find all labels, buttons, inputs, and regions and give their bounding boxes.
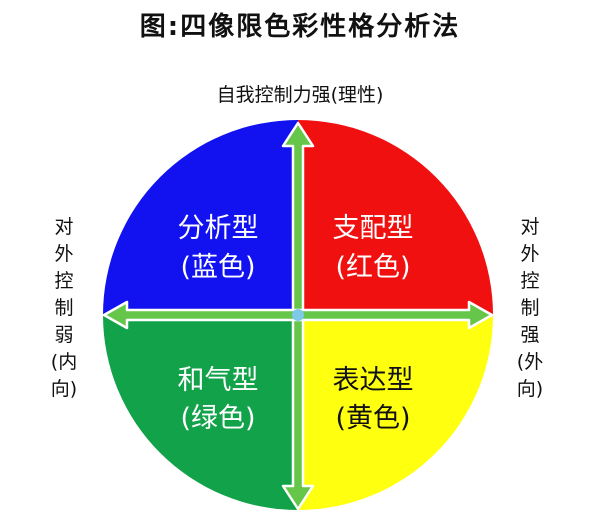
top-axis-label: 自我控制力强(理性)	[216, 84, 384, 106]
quadrant-tr-color: (红色)	[335, 252, 410, 283]
quadrant-tl-name: 分析型	[178, 213, 259, 244]
quadrant-tr-name: 支配型	[333, 213, 414, 244]
quadrant-bl-name: 和气型	[178, 365, 259, 396]
quadrant-br-name: 表达型	[333, 365, 414, 396]
right-axis-label: 对外控制强(外向)	[516, 216, 544, 400]
left-axis-label: 对外控制弱(内向)	[50, 216, 78, 400]
quadrant-bl-color: (绿色)	[180, 403, 255, 434]
center-point	[292, 309, 304, 321]
quadrant-tl-color: (蓝色)	[180, 252, 255, 283]
diagram-title: 图:四像限色彩性格分析法	[139, 12, 461, 42]
quadrant-br-color: (黄色)	[335, 403, 410, 434]
